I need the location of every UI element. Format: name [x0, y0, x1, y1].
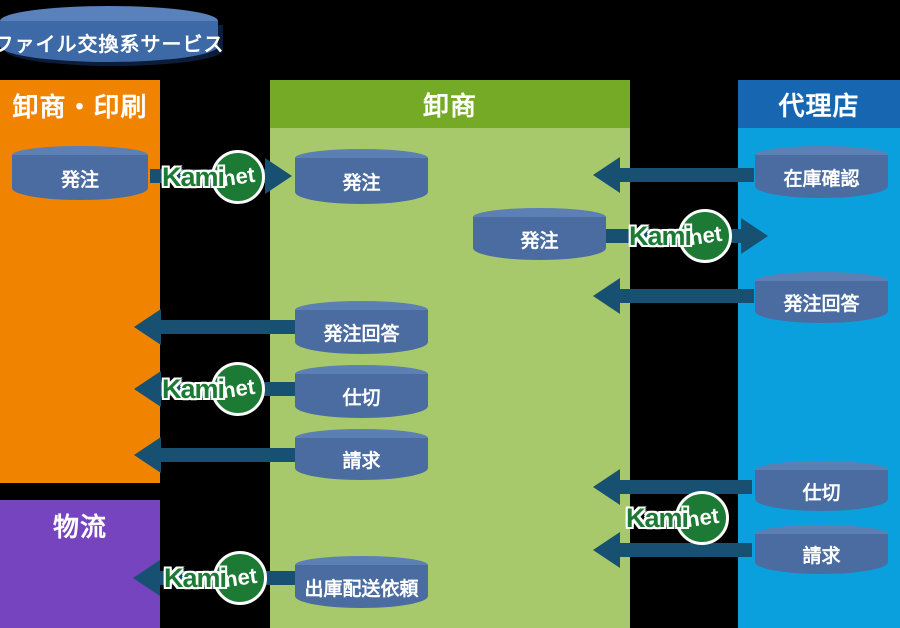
arrow-billing-to-wholesale-print — [134, 437, 295, 473]
db-cylinder-shipping-request: 出庫配送依頼 — [295, 556, 428, 608]
db-cylinder-wp-order: 発注 — [12, 146, 148, 200]
kaminet-kami-text: Kami — [162, 373, 225, 404]
kaminet-net-circle-icon: net — [211, 150, 266, 204]
kaminet-net-circle-icon: net — [211, 362, 266, 416]
cylinder-label: 請求 — [802, 546, 841, 567]
cylinder-label: 請求 — [342, 451, 381, 472]
column-header-agency: 代理店 — [738, 80, 900, 128]
kaminet-net-text: net — [219, 373, 257, 404]
kaminet-net-circle-icon: net — [213, 551, 268, 605]
kaminet-net-text: net — [683, 502, 721, 533]
db-cylinder-file-exchange-service: ファイル交換系サービス — [0, 6, 225, 62]
arrow-order-reply-to-wholesale-print — [134, 309, 295, 345]
cylinder-label: 発注回答 — [323, 324, 400, 345]
arrow-agency-billing-to-wholesale — [593, 532, 752, 568]
cylinder-label: 発注 — [60, 169, 99, 191]
column-title-wholesale: 卸商 — [422, 90, 477, 121]
cylinder-label: 出庫配送依頼 — [304, 578, 419, 600]
db-cylinder-agency-order-reply: 発注回答 — [755, 272, 888, 323]
column-wholesale-print: 卸商・印刷 — [0, 80, 160, 483]
column-title-wholesale-print: 卸商・印刷 — [12, 92, 148, 122]
kaminet-logo: Kami net — [626, 487, 730, 549]
db-cylinder-agency-billing: 請求 — [755, 525, 888, 574]
kaminet-net-circle-icon: net — [678, 209, 733, 263]
kaminet-net-text: net — [221, 562, 259, 593]
kaminet-net-text: net — [686, 220, 724, 251]
kaminet-logo: Kami net — [162, 146, 266, 208]
column-title-logistics: 物流 — [52, 512, 107, 542]
kaminet-kami-text: Kami — [162, 161, 225, 192]
kaminet-logo: Kami net — [629, 205, 733, 267]
cylinder-label: 仕切 — [342, 388, 381, 409]
cylinder-label: 仕切 — [802, 482, 841, 504]
db-cylinder-wholesale-invoice: 仕切 — [295, 365, 428, 418]
db-cylinder-agency-invoice: 仕切 — [755, 461, 888, 511]
arrow-agency-order-reply-to-wholesale — [593, 278, 754, 314]
db-cylinder-wholesale-order-reply: 発注回答 — [295, 301, 428, 354]
kaminet-net-circle-icon: net — [675, 491, 730, 545]
cylinder-label: 発注回答 — [783, 294, 860, 315]
column-header-wholesale: 卸商 — [270, 80, 630, 128]
arrow-agency-invoice-to-wholesale — [593, 469, 752, 505]
file-exchange-service-label: ファイル交換系サービス — [0, 33, 225, 56]
column-title-agency: 代理店 — [778, 90, 860, 121]
db-cylinder-wholesale-billing: 請求 — [295, 429, 428, 480]
kaminet-logo: Kami net — [164, 547, 268, 609]
cylinder-label: 発注 — [342, 173, 381, 194]
kaminet-kami-text: Kami — [629, 220, 692, 251]
kaminet-kami-text: Kami — [164, 562, 227, 593]
kaminet-net-text: net — [219, 161, 257, 192]
cylinder-label: 発注 — [520, 230, 559, 252]
kaminet-kami-text: Kami — [626, 502, 689, 533]
cylinder-label: 在庫確認 — [783, 168, 860, 190]
arrow-stock-check-to-wholesale — [593, 157, 754, 193]
db-cylinder-wholesale-order-in: 発注 — [295, 149, 428, 204]
db-cylinder-wholesale-order-out: 発注 — [473, 208, 606, 260]
kaminet-logo: Kami net — [162, 358, 266, 420]
db-cylinder-stock-check: 在庫確認 — [755, 146, 888, 198]
